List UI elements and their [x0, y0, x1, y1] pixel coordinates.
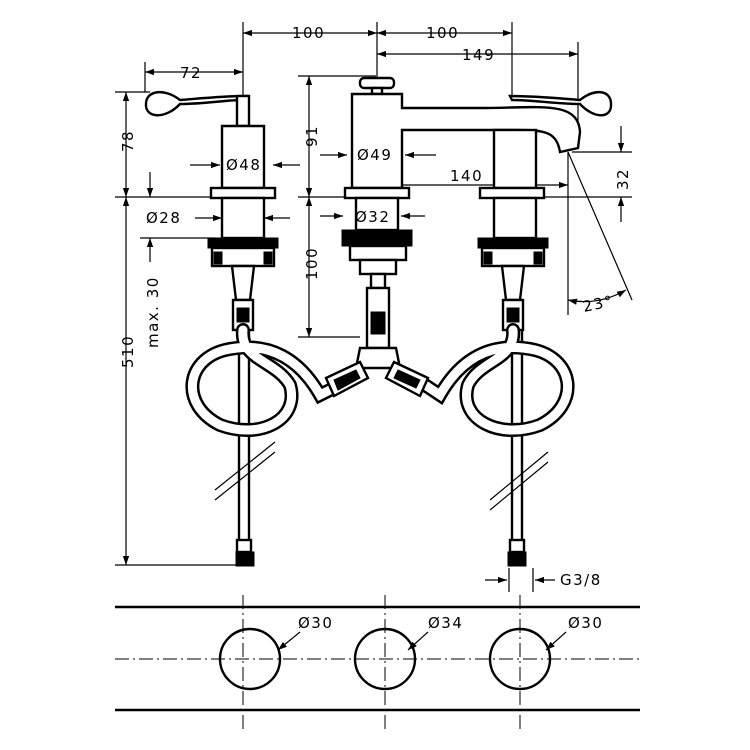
dim-91: 91: [303, 125, 321, 147]
dim-max-30: max. 30: [144, 276, 162, 348]
dim-100-left: 100: [292, 24, 325, 42]
dim-140: 140: [450, 167, 483, 185]
hoses: [185, 323, 575, 437]
dim-100-vertical: 100: [303, 247, 321, 280]
mounting-hole-right: [488, 627, 552, 691]
dim-149: 149: [462, 46, 495, 64]
hole-dia-right: Ø30: [568, 614, 603, 632]
dimension-labels: 100 100 149 72 78 91 32 140 510 max. 30 …: [119, 24, 632, 632]
dia-28: Ø28: [146, 209, 181, 227]
dimension-lines: [115, 22, 633, 651]
right-handle-assembly: [477, 91, 613, 567]
dia-49: Ø49: [357, 146, 392, 164]
mounting-hole-left: [218, 627, 282, 691]
dim-32-right: 32: [614, 168, 632, 190]
mounting-hole-center: [353, 627, 417, 691]
center-lines: [115, 595, 640, 730]
dim-23-degrees: 23°: [581, 292, 615, 316]
dia-32: Ø32: [355, 208, 390, 226]
dim-78: 78: [119, 130, 137, 152]
hole-dia-center: Ø34: [428, 614, 463, 632]
thread-g3-8: G3/8: [560, 571, 602, 589]
dia-48: Ø48: [226, 156, 261, 174]
dim-72: 72: [180, 64, 202, 82]
center-spout-assembly: [341, 76, 582, 370]
dim-510: 510: [119, 335, 137, 368]
countertop-section: [115, 605, 640, 712]
dim-100-right: 100: [426, 24, 459, 42]
hole-dia-left: Ø30: [298, 614, 333, 632]
